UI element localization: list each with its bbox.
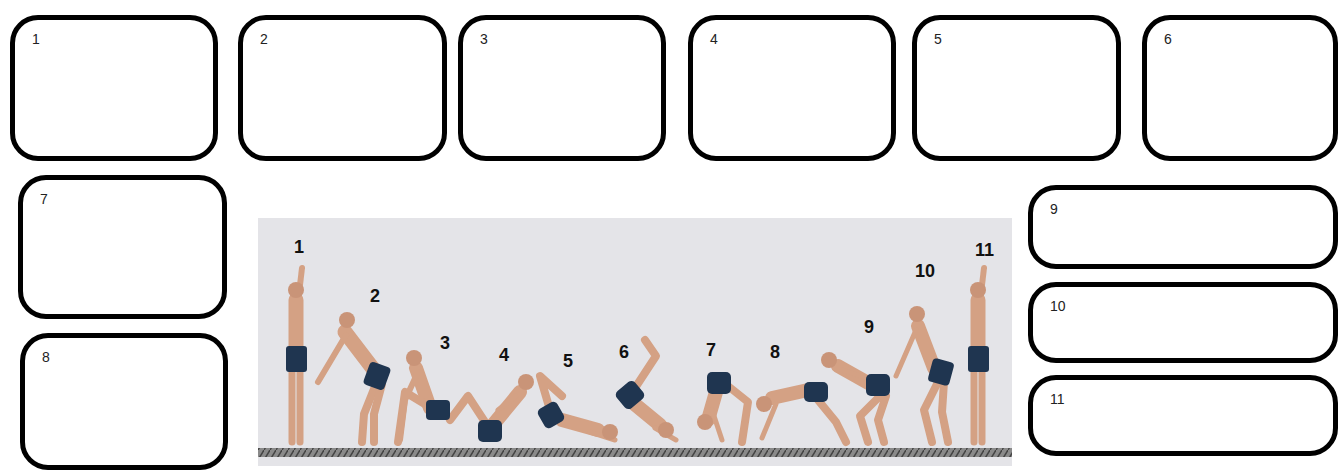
box-number: 7 — [40, 191, 48, 207]
callout-number: 5 — [563, 352, 573, 370]
answer-box: 5 — [912, 15, 1121, 161]
callout-number: 4 — [499, 346, 509, 364]
answer-box: 8 — [20, 333, 228, 470]
gymnast-shorts — [286, 346, 989, 442]
answer-box: 2 — [238, 15, 447, 161]
answer-box: 1 — [10, 15, 218, 161]
callout-number: 6 — [619, 343, 629, 361]
box-number: 2 — [260, 31, 268, 47]
answer-box: 11 — [1028, 375, 1338, 456]
gymnast-heads — [288, 282, 986, 440]
box-number: 11 — [1050, 391, 1065, 407]
box-number: 1 — [32, 31, 40, 47]
box-number: 9 — [1050, 201, 1058, 217]
answer-box: 3 — [458, 15, 666, 161]
box-number: 8 — [42, 349, 50, 365]
illustration-panel — [258, 218, 1012, 466]
callout-number: 8 — [770, 343, 780, 361]
box-number: 3 — [480, 31, 488, 47]
box-number: 4 — [710, 31, 718, 47]
answer-box: 10 — [1028, 282, 1338, 363]
answer-box: 9 — [1028, 185, 1338, 269]
answer-box: 6 — [1142, 15, 1338, 161]
callout-number: 9 — [864, 318, 874, 336]
answer-box: 7 — [18, 175, 227, 319]
box-number: 6 — [1164, 31, 1172, 47]
answer-box: 4 — [688, 15, 896, 161]
floor — [258, 448, 1012, 457]
callout-number: 7 — [706, 341, 716, 359]
box-number: 10 — [1050, 298, 1066, 314]
gymnast-figures — [292, 268, 984, 442]
callout-number: 11 — [975, 241, 994, 259]
callout-number: 2 — [370, 287, 380, 305]
callout-number: 10 — [915, 262, 935, 280]
callout-number: 3 — [440, 334, 450, 352]
box-number: 5 — [934, 31, 942, 47]
callout-number: 1 — [294, 238, 304, 256]
